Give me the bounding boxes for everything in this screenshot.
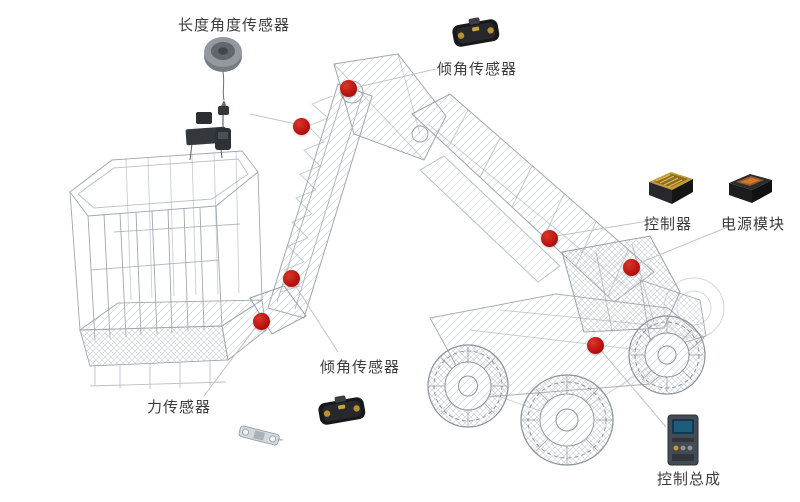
control-assembly-photo-icon xyxy=(664,414,702,466)
label-power-module: 电源模块 xyxy=(721,215,786,233)
marker-tilt-sensor-top xyxy=(340,80,357,97)
label-tilt-sensor-bottom: 倾角传感器 xyxy=(320,358,401,376)
length-angle-sensor-photo-icon xyxy=(198,36,248,154)
marker-force-sensor xyxy=(253,313,270,330)
leader-lines xyxy=(203,68,731,428)
label-control-assembly: 控制总成 xyxy=(657,470,722,488)
force-sensor-photo-icon xyxy=(234,420,284,452)
marker-controller xyxy=(541,230,558,247)
tilt-sensor-top-photo-icon xyxy=(450,10,502,52)
wheel-front-left xyxy=(520,374,614,466)
marker-tilt-sensor-bottom xyxy=(283,270,300,287)
label-tilt-sensor-top: 倾角传感器 xyxy=(437,60,518,78)
controller-photo-icon xyxy=(643,166,697,206)
label-length-angle-sensor: 长度角度传感器 xyxy=(178,16,291,34)
tilt-sensor-bottom-photo-icon xyxy=(316,388,368,430)
marker-control-assembly xyxy=(587,337,604,354)
wheel-front-right xyxy=(628,315,706,395)
marker-power-module xyxy=(623,259,640,276)
marker-length-angle-sensor xyxy=(293,118,310,135)
wheel-rear-left xyxy=(427,344,509,428)
basket-wireframe xyxy=(69,150,267,389)
label-force-sensor: 力传感器 xyxy=(147,398,212,416)
power-module-photo-icon xyxy=(724,168,776,206)
label-controller: 控制器 xyxy=(644,215,693,233)
